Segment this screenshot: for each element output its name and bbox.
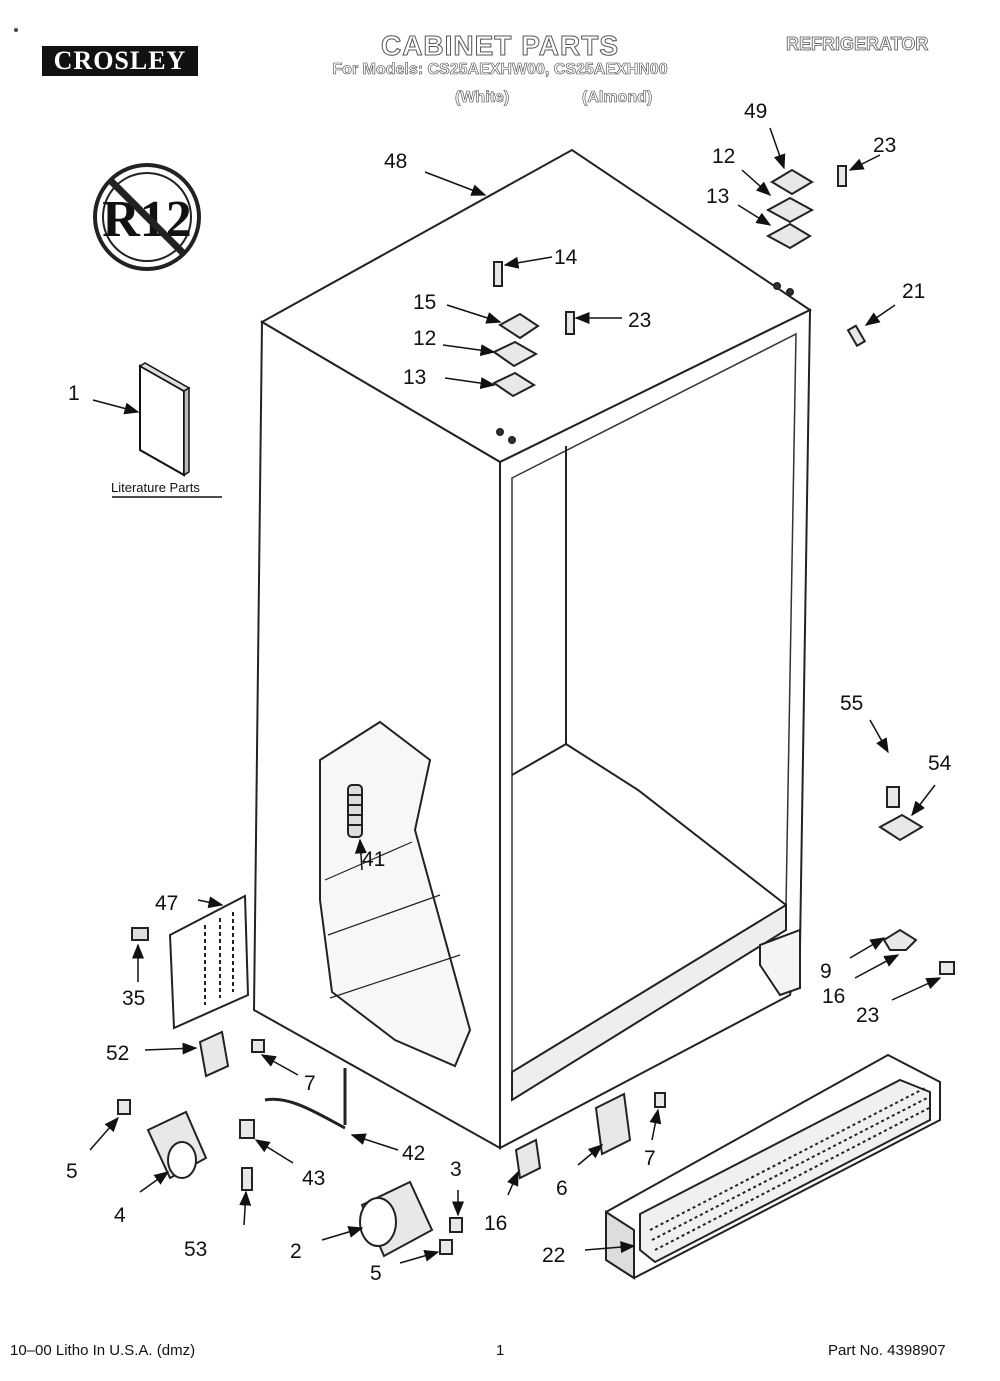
callout-49: 49 (744, 100, 767, 123)
callout-labels: 1 48 14 15 12 13 23 49 12 13 23 21 55 54… (66, 100, 952, 1285)
footer-part-number: Part No. 4398907 (828, 1342, 946, 1359)
bottom-clips (514, 1092, 666, 1180)
base-grille (605, 1053, 941, 1280)
literature-parts-label: Literature Parts (111, 480, 200, 495)
callout-5-left: 5 (66, 1160, 78, 1183)
footer-print-info: 10–00 Litho In U.S.A. (dmz) (10, 1342, 196, 1359)
cabinet-shell (252, 148, 812, 1150)
callout-43: 43 (302, 1167, 325, 1190)
callout-15: 15 (413, 291, 436, 314)
no-r12-badge: R12 (93, 163, 201, 271)
mounting-bracket (131, 894, 250, 1030)
leader-lines (89, 127, 942, 1264)
callout-23-right: 23 (856, 1004, 879, 1027)
callout-52: 52 (106, 1042, 129, 1065)
callout-22: 22 (542, 1244, 565, 1267)
brand-logo: CROSLEY (42, 46, 198, 76)
top-hinge-left (492, 261, 575, 398)
rear-roller (117, 1099, 208, 1180)
callout-7-left: 7 (304, 1072, 316, 1095)
callout-16-right: 16 (822, 985, 845, 1008)
callout-1: 1 (68, 382, 80, 405)
callout-13-left: 13 (403, 366, 426, 389)
callout-12-right: 12 (712, 145, 735, 168)
callout-12-left: 12 (413, 327, 436, 350)
callout-9: 9 (820, 960, 832, 983)
callout-3: 3 (450, 1158, 462, 1181)
model-list: For Models: CS25AEXHW00, CS25AEXHN00 (332, 61, 668, 79)
variant-white: (White) (455, 89, 510, 107)
corner-dot (14, 28, 18, 32)
top-hinge-right (765, 165, 867, 348)
small-bracket (198, 1030, 265, 1078)
callout-2: 2 (290, 1240, 302, 1263)
callout-41: 41 (362, 848, 385, 871)
callout-42: 42 (402, 1142, 425, 1165)
callout-16-bottom: 16 (484, 1212, 507, 1235)
literature-booklet (112, 362, 222, 498)
variant-almond: (Almond) (582, 89, 653, 107)
product-type: REFRIGERATOR (786, 34, 929, 55)
callout-5-bottom: 5 (370, 1262, 382, 1285)
callout-7-right: 7 (644, 1147, 656, 1170)
front-roller (359, 1180, 463, 1258)
callout-35: 35 (122, 987, 145, 1010)
footer-page-number: 1 (496, 1342, 505, 1359)
callout-48: 48 (384, 150, 407, 173)
callout-4: 4 (114, 1204, 126, 1227)
callout-53: 53 (184, 1238, 207, 1261)
callout-23-top: 23 (873, 134, 896, 157)
callout-47: 47 (155, 892, 178, 915)
callout-23-mid: 23 (628, 309, 651, 332)
drain-tube (239, 1068, 347, 1191)
callout-54: 54 (928, 752, 952, 775)
page-title: CABINET PARTS (380, 30, 620, 62)
callout-55: 55 (840, 692, 863, 715)
callout-13-right: 13 (706, 185, 729, 208)
callout-6: 6 (556, 1177, 568, 1200)
callout-14: 14 (554, 246, 578, 269)
callout-21: 21 (902, 280, 925, 303)
right-lower-parts (878, 786, 955, 975)
drain-coil (347, 784, 363, 838)
